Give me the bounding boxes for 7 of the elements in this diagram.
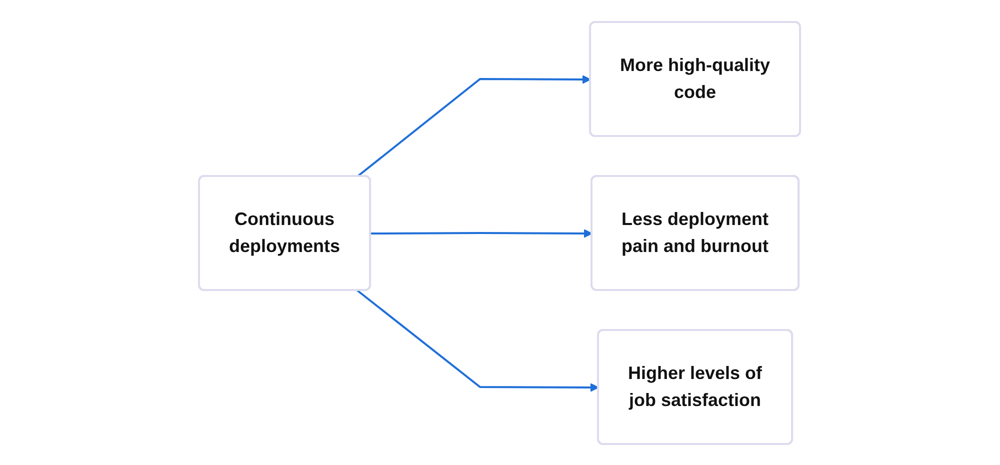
node-text: More high-quality code [620, 54, 771, 102]
arrow [357, 289, 600, 392]
node-text: Higher levels of job satisfaction [628, 362, 763, 410]
arrow [371, 228, 593, 238]
arrow [357, 74, 592, 177]
node-text: Continuous deployments [229, 208, 341, 256]
node-text: Less deployment pain and burnout [622, 208, 770, 256]
